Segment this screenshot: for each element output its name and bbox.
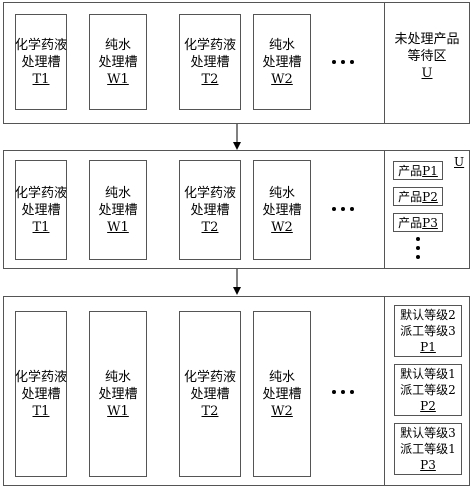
tank-t2: 化学药液 处理槽 T2 <box>179 311 241 477</box>
product-code: P3 <box>420 458 436 472</box>
tank-type: 处理槽 <box>21 202 61 218</box>
tank-code: T1 <box>32 219 50 235</box>
stage-1-panel: 化学药液 处理槽 T1 纯水 处理槽 W1 化学药液 处理槽 T2 纯水 处理槽… <box>3 2 470 124</box>
tank-code: W1 <box>107 403 129 419</box>
stage-2-panel: 化学药液 处理槽 T1 纯水 处理槽 W1 化学药液 处理槽 T2 纯水 处理槽… <box>3 150 470 269</box>
waiting-area-code: U <box>454 155 465 169</box>
product-name: 产品 <box>398 190 423 204</box>
tank-code: W2 <box>271 403 293 419</box>
tank-w1: 纯水 处理槽 W1 <box>89 14 147 110</box>
tank-type: 处理槽 <box>98 386 138 402</box>
product-card-p3: 默认等级3 派工等级1 P3 <box>394 423 462 475</box>
tank-name: 纯水 <box>104 37 131 53</box>
tank-type: 处理槽 <box>98 54 138 70</box>
tank-w2: 纯水 处理槽 W2 <box>253 14 311 110</box>
tank-name: 化学药液 <box>15 185 68 201</box>
product-name: 产品 <box>398 216 423 230</box>
product-code: P1 <box>422 163 438 178</box>
tank-type: 处理槽 <box>190 54 230 70</box>
more-products-ellipsis <box>416 237 420 259</box>
more-tanks-ellipsis <box>332 60 354 64</box>
tank-name: 化学药液 <box>15 37 68 53</box>
product-code: P3 <box>422 215 438 230</box>
tank-t1: 化学药液 处理槽 T1 <box>15 311 67 477</box>
tank-name: 纯水 <box>268 369 295 385</box>
tank-code: W2 <box>271 71 293 87</box>
tank-code: W1 <box>107 71 129 87</box>
tank-code: W1 <box>107 219 129 235</box>
tank-type: 处理槽 <box>262 202 302 218</box>
area-divider <box>384 151 385 268</box>
default-level: 默认等级3 <box>400 426 456 440</box>
tank-type: 处理槽 <box>190 386 230 402</box>
tank-name: 纯水 <box>104 369 131 385</box>
tank-type: 处理槽 <box>190 202 230 218</box>
tank-type: 处理槽 <box>21 386 61 402</box>
more-tanks-ellipsis <box>332 207 354 211</box>
dispatch-level: 派工等级3 <box>400 324 456 338</box>
waiting-area-code: U <box>421 66 433 81</box>
tank-code: T1 <box>32 71 50 87</box>
tank-type: 处理槽 <box>262 386 302 402</box>
arrow-down-2 <box>233 269 241 295</box>
waiting-area: 未处理产品 等待区 U <box>385 31 469 82</box>
product-card-p2: 默认等级1 派工等级2 P2 <box>394 364 462 416</box>
product-code: P1 <box>420 340 436 354</box>
tank-w1: 纯水 处理槽 W1 <box>89 160 147 260</box>
tank-name: 化学药液 <box>183 37 236 53</box>
arrow-down-1 <box>233 124 241 150</box>
tank-name: 纯水 <box>104 185 131 201</box>
waiting-area-subtitle: 等待区 <box>407 49 447 64</box>
default-level: 默认等级1 <box>400 367 456 381</box>
tank-name: 纯水 <box>268 185 295 201</box>
tank-type: 处理槽 <box>21 54 61 70</box>
tank-t2: 化学药液 处理槽 T2 <box>179 160 241 260</box>
area-divider <box>384 3 385 123</box>
dispatch-level: 派工等级2 <box>400 383 456 397</box>
tank-type: 处理槽 <box>262 54 302 70</box>
tank-code: T2 <box>201 219 219 235</box>
dispatch-level: 派工等级1 <box>400 442 456 456</box>
tank-code: T2 <box>201 71 219 87</box>
stage-3-panel: 化学药液 处理槽 T1 纯水 处理槽 W1 化学药液 处理槽 T2 纯水 处理槽… <box>3 296 470 486</box>
product-card-p1: 默认等级2 派工等级3 P1 <box>394 305 462 357</box>
tank-type: 处理槽 <box>98 202 138 218</box>
tank-t1: 化学药液 处理槽 T1 <box>15 14 67 110</box>
tank-name: 化学药液 <box>15 369 68 385</box>
tank-name: 化学药液 <box>183 185 236 201</box>
more-tanks-ellipsis <box>332 390 354 394</box>
tank-name: 纯水 <box>268 37 295 53</box>
area-divider <box>384 297 385 485</box>
tank-name: 化学药液 <box>183 369 236 385</box>
waiting-area-title: 未处理产品 <box>394 32 460 47</box>
default-level: 默认等级2 <box>400 308 456 322</box>
tank-code: W2 <box>271 219 293 235</box>
tank-w2: 纯水 处理槽 W2 <box>253 160 311 260</box>
product-name: 产品 <box>398 164 423 178</box>
tank-code: T1 <box>32 403 50 419</box>
tank-w2: 纯水 处理槽 W2 <box>253 311 311 477</box>
tank-code: T2 <box>201 403 219 419</box>
product-code: P2 <box>420 399 436 413</box>
tank-t1: 化学药液 处理槽 T1 <box>15 160 67 260</box>
product-code: P2 <box>422 189 438 204</box>
tank-t2: 化学药液 处理槽 T2 <box>179 14 241 110</box>
tank-w1: 纯水 处理槽 W1 <box>89 311 147 477</box>
